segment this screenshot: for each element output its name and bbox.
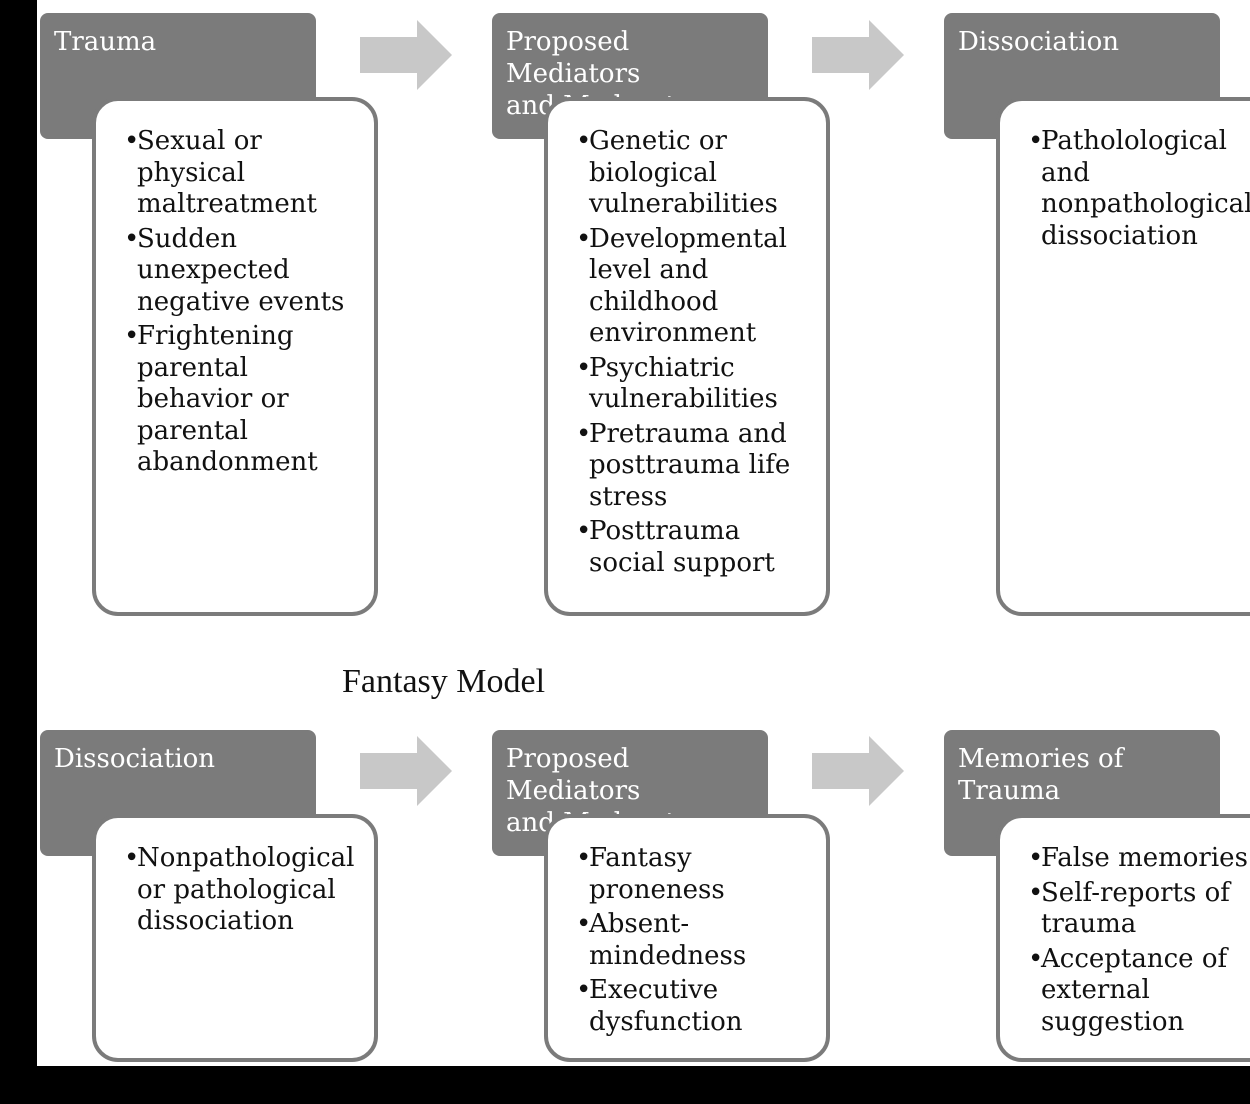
arrow-right-icon [812,20,904,90]
list-item: •Psychiatric vulnerabilities [576,352,778,415]
list-item: •Acceptance of external suggestion [1028,943,1228,1037]
model-title: Fantasy Model [342,663,546,700]
bullet-icon: • [576,843,592,873]
bullet-icon: • [1028,126,1044,156]
bullet-icon: • [576,352,592,383]
memories-box: •False memories •Self-reports of trauma … [996,814,1250,1062]
list-item: •Absent-mindedness [576,909,747,971]
list-item: •Genetic or biological vulnerabilities [576,126,778,219]
list-item: •Fantasy proneness [576,843,725,905]
dissociation-list: •Nonpathological or pathological dissoci… [96,818,374,938]
dissociation-box: •Nonpathological or pathological dissoci… [92,814,378,1062]
arrow-right-icon [360,20,452,90]
list-item: •Patholological and nonpathological diss… [1028,126,1250,251]
bullet-icon: • [576,516,592,546]
bullet-icon: • [576,223,592,254]
list-item: •Self-reports of trauma [1028,877,1230,940]
dissociation-box: •Patholological and nonpathological diss… [996,97,1250,616]
mediators-box: •Genetic or biological vulnerabilities •… [544,97,830,616]
list-item: •Sudden unexpected negative events [124,223,345,317]
list-item: •Frightening parental behavior or parent… [124,321,318,477]
trauma-box: •Sexual or physical maltreatment •Sudden… [92,97,378,616]
list-item: •Pretrauma and posttrauma life stress [576,418,791,512]
memories-list: •False memories •Self-reports of trauma … [1000,818,1250,1038]
list-item: •Nonpathological or pathological dissoci… [124,843,355,936]
list-item: •Executive dysfunction [576,975,743,1037]
mediators-box: •Fantasy proneness •Absent-mindedness •E… [544,814,830,1062]
list-item: •Posttrauma social support [576,516,775,578]
bullet-icon: • [576,418,592,449]
bullet-icon: • [1028,877,1044,908]
mediators-list: •Fantasy proneness •Absent-mindedness •E… [548,818,826,1038]
arrow-right-icon [812,736,904,806]
trauma-list: •Sexual or physical maltreatment •Sudden… [96,101,374,479]
diagram-canvas: Trauma •Sexual or physical maltreatment … [37,0,1250,1066]
bullet-icon: • [1028,943,1044,974]
bullet-icon: • [576,126,592,156]
bullet-icon: • [576,975,592,1005]
list-item: •Sexual or physical maltreatment [124,126,317,219]
bullet-icon: • [124,843,140,873]
bullet-icon: • [1028,843,1044,873]
list-item: •False memories [1028,843,1248,873]
bullet-icon: • [124,126,140,156]
bullet-icon: • [576,909,592,939]
bullet-icon: • [124,223,140,254]
mediators-list: •Genetic or biological vulnerabilities •… [548,101,826,579]
dissociation-list: •Patholological and nonpathological diss… [1000,101,1250,252]
arrow-right-icon [360,736,452,806]
bullet-icon: • [124,321,140,351]
list-item: •Developmental level and childhood envir… [576,223,787,349]
